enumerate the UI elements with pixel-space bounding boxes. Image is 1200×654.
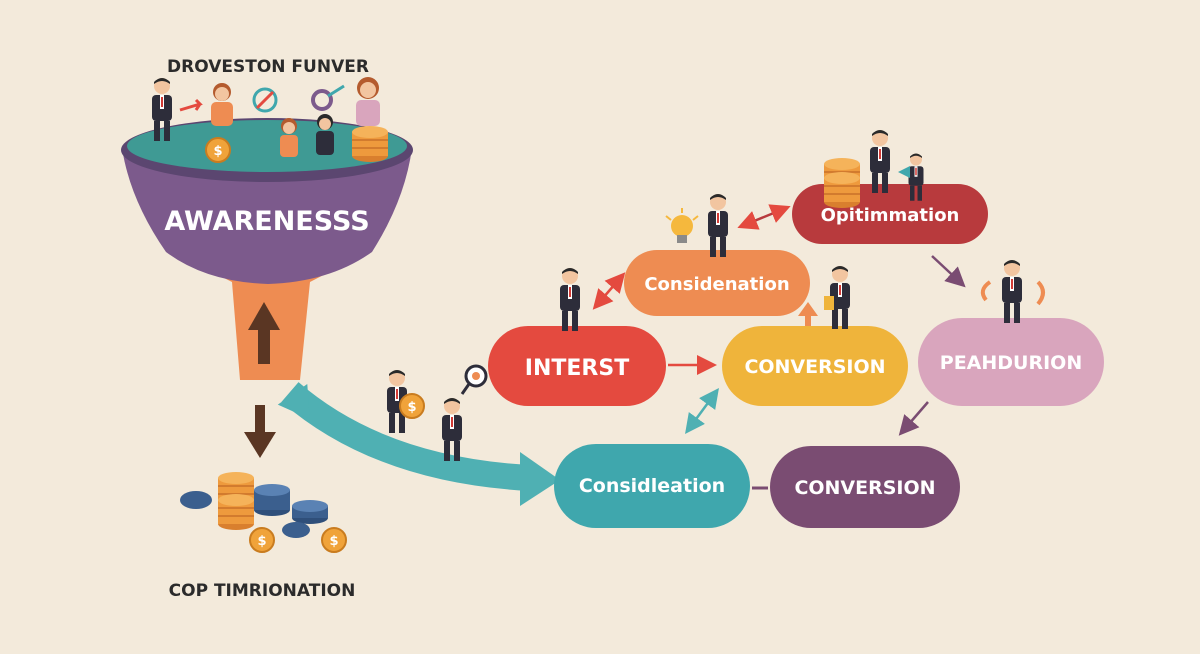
node-consideration-upper: Considenation bbox=[624, 250, 810, 316]
lightbulb-icon bbox=[665, 208, 699, 243]
document-icon bbox=[824, 296, 834, 310]
pill-people bbox=[560, 130, 1045, 331]
coin-stack-icon bbox=[823, 171, 861, 209]
node-consideration-lower: Considleation bbox=[554, 444, 750, 528]
coin-icon bbox=[249, 527, 275, 553]
node-optimization-label: Opitimmation bbox=[821, 205, 960, 226]
person-icon bbox=[211, 83, 233, 126]
node-consideration-upper-label: Considenation bbox=[644, 274, 789, 295]
person-icon bbox=[280, 118, 298, 157]
node-interest: INTERST bbox=[488, 326, 666, 406]
coin-stack-icon bbox=[217, 493, 255, 531]
node-conversion-middle: CONVERSION bbox=[722, 326, 908, 406]
node-conversion-lower-label: CONVERSION bbox=[794, 477, 935, 499]
target-icon bbox=[311, 84, 345, 111]
no-sign-icon bbox=[252, 87, 278, 113]
arrow-up-icon bbox=[798, 302, 818, 328]
funnel-top-people bbox=[152, 77, 389, 163]
connectors bbox=[592, 204, 966, 490]
coin-icon bbox=[321, 527, 347, 553]
node-peahdurion-label: PEAHDURION bbox=[940, 352, 1082, 374]
node-consideration-lower-label: Considleation bbox=[579, 475, 725, 497]
person-icon bbox=[560, 268, 580, 331]
coin-stack-icon bbox=[351, 125, 389, 163]
bottom-caption: COP TIMRIONATION bbox=[169, 581, 356, 601]
person-icon bbox=[316, 114, 334, 155]
paper-icon bbox=[898, 166, 910, 178]
magnifier-icon bbox=[460, 364, 488, 395]
node-interest-label: INTERST bbox=[525, 356, 629, 381]
node-peahdurion: PEAHDURION bbox=[918, 318, 1104, 406]
person-icon bbox=[356, 77, 380, 126]
people-near-arrow bbox=[387, 364, 488, 461]
person-icon bbox=[870, 130, 890, 193]
cycle-arrows-icon bbox=[980, 280, 1045, 306]
arrow-down-icon bbox=[244, 405, 276, 458]
person-icon bbox=[708, 194, 728, 257]
person-icon bbox=[442, 398, 462, 461]
node-conversion-middle-label: CONVERSION bbox=[744, 356, 885, 378]
funnel: AWARENESSS bbox=[121, 118, 413, 380]
coin-icon bbox=[205, 137, 231, 163]
awareness-stage-label: AWARENESSS bbox=[164, 206, 369, 237]
teal-flow-arrow bbox=[277, 382, 560, 506]
node-conversion-lower: CONVERSION bbox=[770, 446, 960, 528]
funnel-title: DROVESTON FUNVER bbox=[167, 57, 369, 77]
node-optimization: Opitimmation bbox=[792, 184, 988, 244]
coin-pile bbox=[180, 471, 347, 553]
arrow-up-icon bbox=[248, 302, 280, 364]
person-icon bbox=[1002, 260, 1022, 323]
arrow-right-icon bbox=[179, 98, 203, 112]
coin-icon bbox=[399, 393, 425, 419]
